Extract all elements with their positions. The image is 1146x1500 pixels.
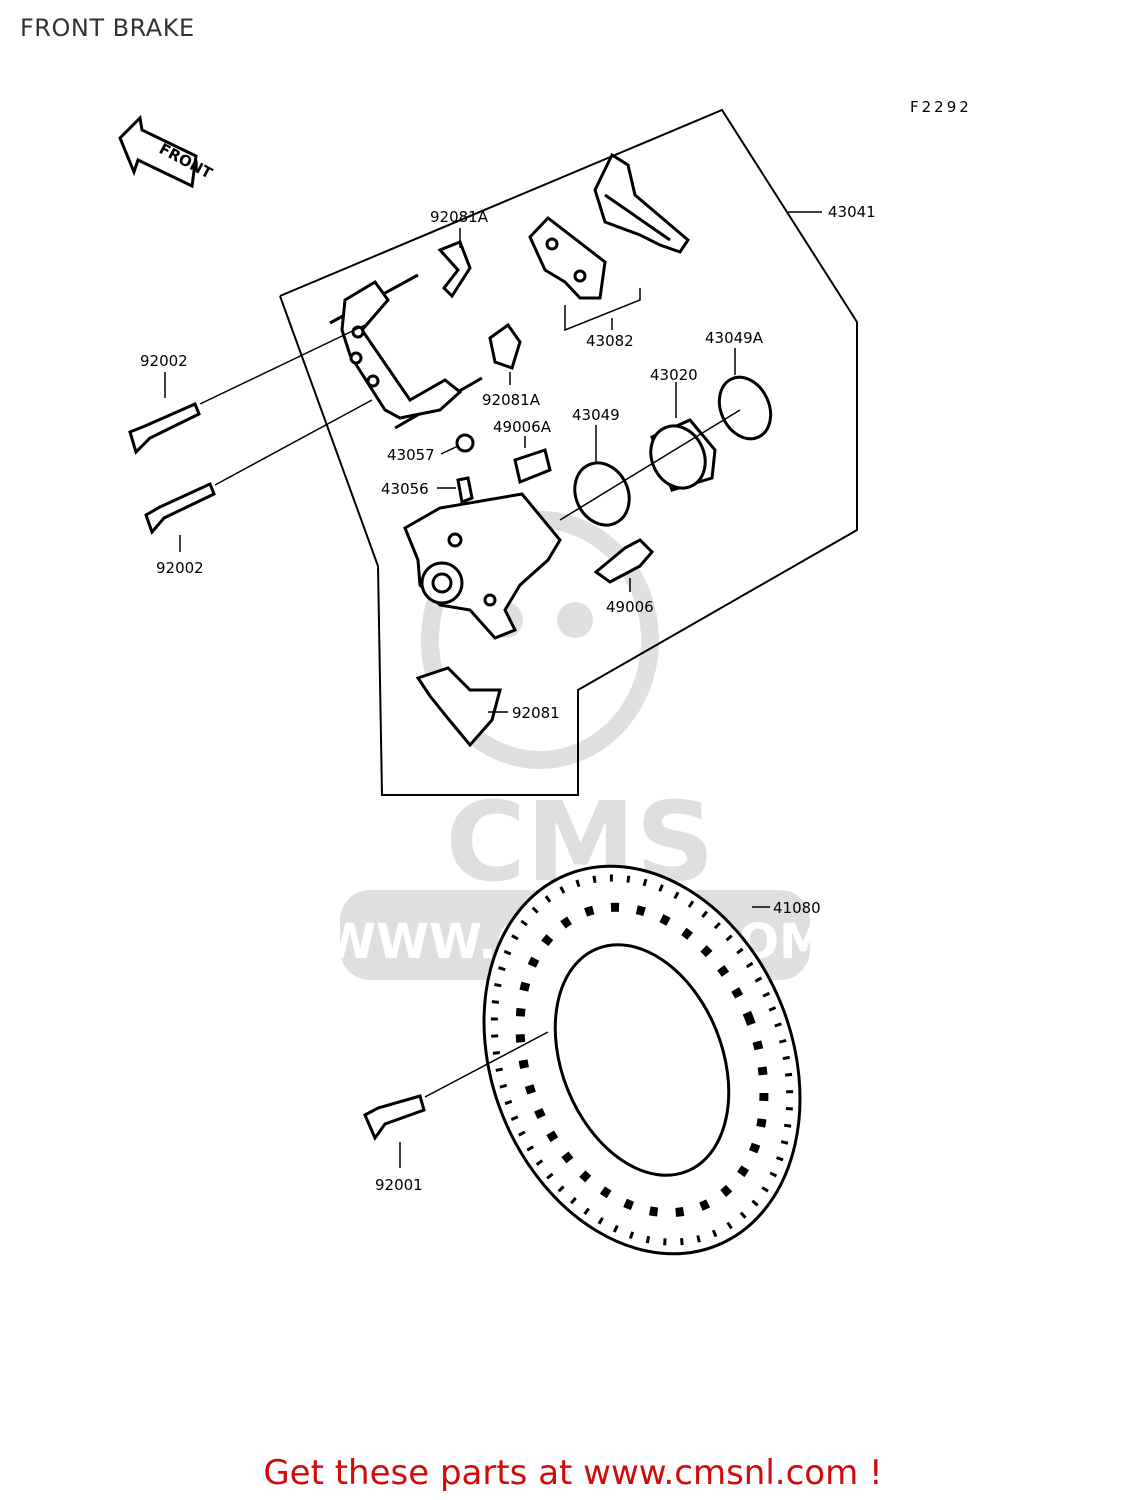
label-92081a-top: 92081A [430,208,489,226]
label-43041: 43041 [828,203,876,221]
label-43056: 43056 [381,480,429,498]
label-43020: 43020 [650,366,698,384]
pad-spring-92081a-mid [488,322,522,370]
disc-bolt-92001 [363,1031,549,1142]
label-41080: 41080 [773,899,821,917]
label-92081: 92081 [512,704,560,722]
piston-43020 [649,418,717,492]
label-43057: 43057 [387,446,435,464]
label-92001: 92001 [375,1176,423,1194]
anti-rattle-spring-92081 [415,666,502,748]
brake-disc-41080 [482,864,802,1256]
dust-seal-43049a [717,375,773,441]
boot-49006a [513,448,552,485]
label-43082: 43082 [586,332,634,350]
front-direction-arrow: FRONT [118,114,216,189]
bleeder-cap-43057 [455,433,475,453]
label-92002-bottom: 92002 [156,559,204,577]
cmsnl-parts-link[interactable]: Get these parts at www.cmsnl.com ! [263,1453,883,1493]
caliper-bracket [329,273,483,430]
caliper-assembly-outline [279,108,858,796]
bleeder-valve-43056 [456,476,474,505]
pad-group-bracket [564,288,641,332]
piston-axis-line [559,409,741,521]
label-92081a-mid: 92081A [482,391,541,409]
pad-spring-92081a-top [437,240,472,299]
label-92002-top: 92002 [140,352,188,370]
label-43049: 43049 [572,406,620,424]
caliper-body [403,492,562,640]
brake-pad-front [528,215,607,300]
mounting-bolt-92002-bottom [144,399,373,535]
label-49006: 49006 [606,598,654,616]
label-43049a: 43049A [705,329,764,347]
mounting-bolt-92002-top [128,324,366,455]
brake-pad-rear [593,152,690,254]
pin-bolt-49006 [593,538,655,584]
leader-lines [164,211,822,1168]
piston-seal-43049 [573,461,631,527]
label-49006a: 49006A [493,418,552,436]
diagram-code: F2292 [910,98,972,116]
page-title: FRONT BRAKE [20,14,195,42]
